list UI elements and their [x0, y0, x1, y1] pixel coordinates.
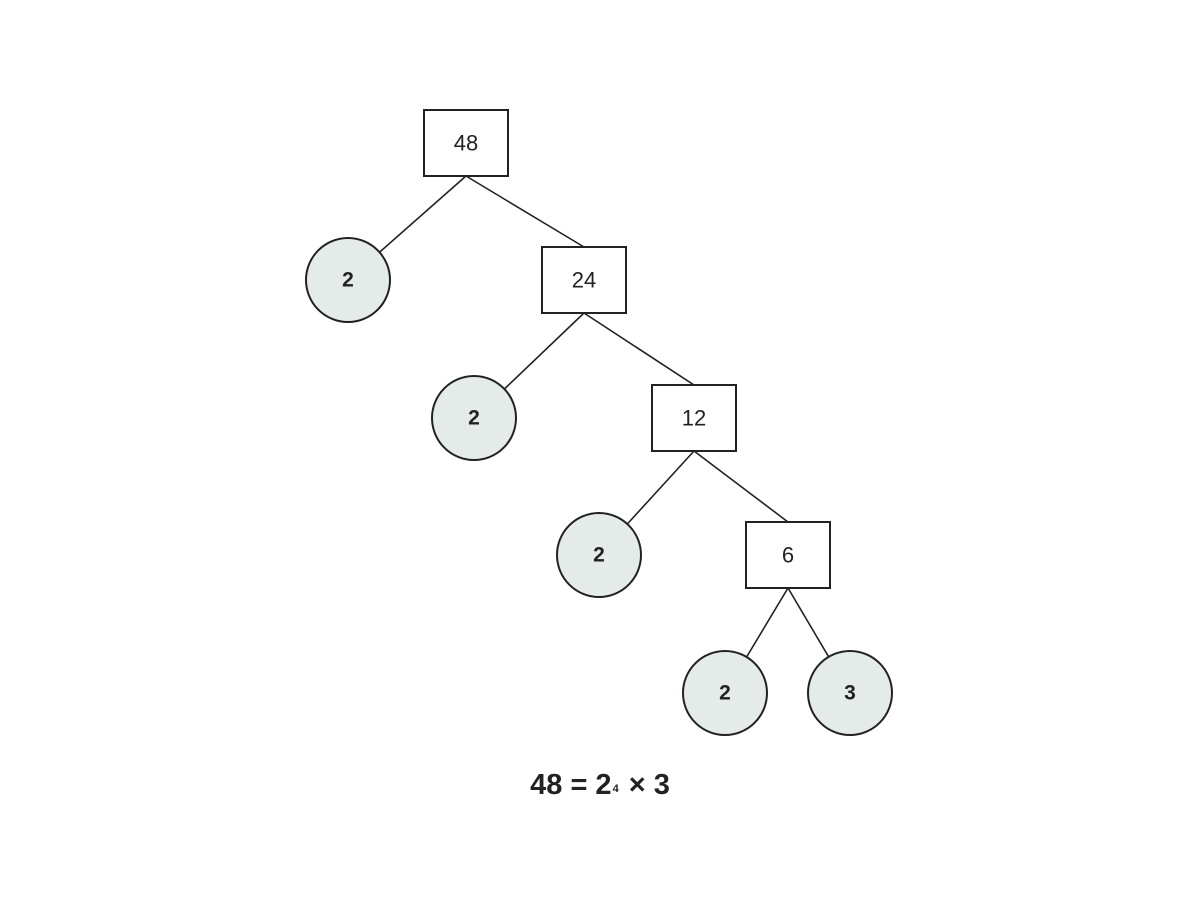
tree-edges [378, 175, 830, 658]
prime-label: 2 [593, 544, 605, 567]
composite-box [745, 521, 831, 589]
composite-label: 24 [572, 268, 596, 293]
equation-rhs: × 3 [620, 769, 670, 801]
equation-lhs: 48 = 2 [530, 769, 612, 801]
prime-label: 3 [844, 682, 856, 705]
edge-n6-p5 [787, 587, 830, 658]
composite-node-n12: 12 [651, 384, 737, 452]
prime-node-p1: 2 [305, 237, 391, 323]
composite-node-n24: 24 [541, 246, 627, 314]
edge-n6-p4 [745, 587, 789, 658]
edge-n12-p3 [626, 450, 695, 525]
composite-node-n48: 48 [423, 109, 509, 177]
edge-n12-n6 [693, 450, 789, 523]
prime-label: 2 [342, 269, 354, 292]
edge-n48-p1 [378, 175, 467, 253]
edge-n24-p2 [503, 312, 585, 390]
composite-box [651, 384, 737, 452]
prime-circle [807, 650, 893, 736]
prime-circle [305, 237, 391, 323]
prime-circle [556, 512, 642, 598]
prime-node-p2: 2 [431, 375, 517, 461]
prime-node-p4: 2 [682, 650, 768, 736]
composite-label: 6 [782, 543, 794, 568]
prime-label: 2 [468, 407, 480, 430]
prime-circle [431, 375, 517, 461]
factorization-equation: 48 = 24 × 3 [0, 764, 1200, 806]
composite-label: 12 [682, 406, 706, 431]
equation-exponent: 4 [612, 783, 619, 795]
prime-node-p5: 3 [807, 650, 893, 736]
composite-node-n6: 6 [745, 521, 831, 589]
prime-label: 2 [719, 682, 731, 705]
prime-node-p3: 2 [556, 512, 642, 598]
composite-box [423, 109, 509, 177]
edge-n48-n24 [465, 175, 585, 248]
prime-circle [682, 650, 768, 736]
edge-n24-n12 [583, 312, 695, 386]
composite-box [541, 246, 627, 314]
tree-nodes: 48 2 24 2 12 2 6 2 3 [305, 109, 893, 736]
composite-label: 48 [454, 131, 478, 156]
